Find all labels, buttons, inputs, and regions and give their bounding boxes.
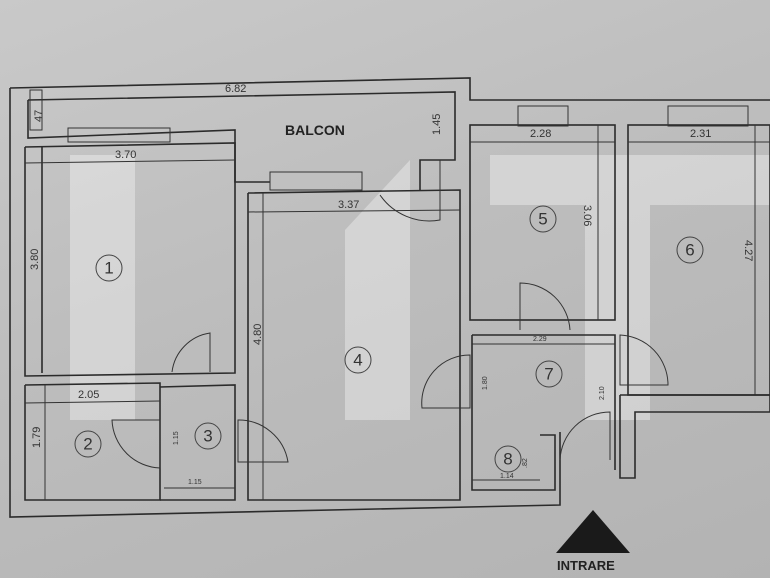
walls — [9, 77, 770, 518]
dim-hall-depth: 2.10 — [599, 386, 606, 400]
dim-room7-width: 2.29 — [533, 336, 547, 343]
dim-room1-depth: 3.80 — [29, 249, 41, 270]
dim-room4-width: 3.37 — [338, 199, 359, 211]
room-number-2: 2 — [83, 435, 92, 454]
dim-room7-depth: 1.80 — [482, 376, 489, 390]
dim-room4-depth: 4.80 — [252, 324, 264, 345]
dim-room6-depth: 4.27 — [742, 240, 754, 261]
dim-room8-width: 1.14 — [500, 473, 514, 480]
room-number-6: 6 — [685, 241, 694, 260]
dim-room8-depth: .82 — [522, 458, 529, 468]
dim-room1-width: 3.70 — [115, 149, 136, 161]
dim-balcony-depth: 1.45 — [431, 114, 443, 135]
dim-room5-depth: 3.06 — [581, 205, 593, 226]
dim-room5-width: 2.28 — [530, 128, 551, 140]
balcony-label: BALCON — [285, 122, 345, 138]
dim-balcony-width: 6.82 — [225, 83, 246, 95]
room-number-3: 3 — [203, 427, 212, 446]
room-number-4: 4 — [353, 351, 362, 370]
dim-balcony-small: 47 — [33, 110, 45, 122]
room-number-7: 7 — [544, 365, 553, 384]
dim-room3-depth: 1.15 — [173, 431, 180, 445]
dim-room2-width: 2.05 — [78, 389, 99, 401]
room-number-1: 1 — [104, 259, 113, 278]
room-numbers: 1 2 3 4 5 6 7 8 — [74, 205, 704, 473]
entrance-label: INTRARE — [557, 558, 615, 573]
dim-room3-width: 1.15 — [188, 479, 202, 486]
dimension-labels: 6.82 47 1.45 3.70 3.80 3.37 4.80 2.05 1.… — [29, 83, 754, 486]
dim-room6-width: 2.31 — [690, 128, 711, 140]
dim-room2-depth: 1.79 — [31, 427, 43, 448]
watermark-logo — [70, 155, 770, 420]
room-number-5: 5 — [538, 210, 547, 229]
entrance-arrow-icon — [556, 510, 630, 553]
room-number-8: 8 — [503, 450, 512, 469]
